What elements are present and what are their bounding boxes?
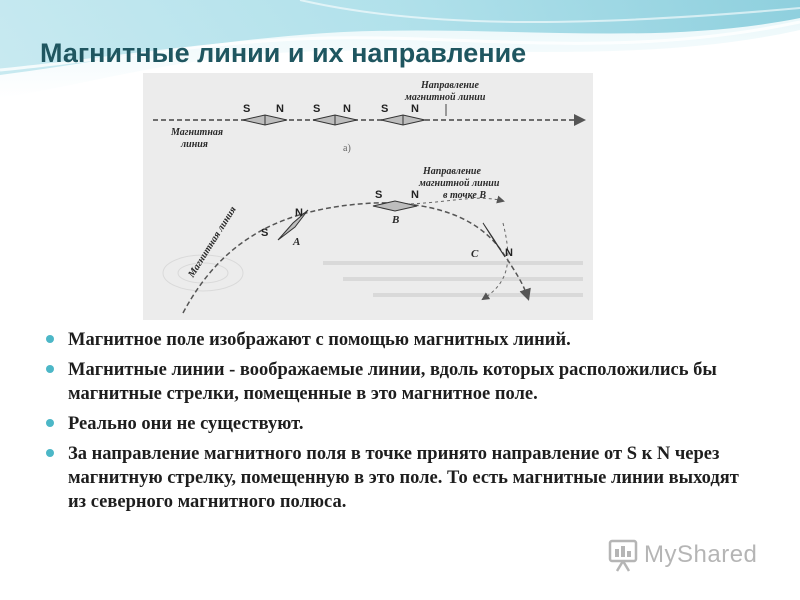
label-magnetic-line-a-line1: Магнитная: [170, 127, 223, 138]
bullet-item: За направление магнитного поля в точке п…: [46, 442, 756, 514]
pole-n-1: N: [276, 103, 284, 115]
figure-drawing: S N S N S N Направление магнитной линии …: [153, 80, 586, 314]
magnetic-lines-figure: S N S N S N Направление магнитной линии …: [143, 73, 593, 320]
label-direction-b-line3: в точке В: [443, 190, 486, 201]
presentation-icon: [608, 539, 638, 572]
bullet-dot-icon: [46, 449, 54, 457]
label-part-a: а): [343, 143, 351, 154]
label-direction-a-line1: Направление: [420, 80, 479, 91]
compass-needle-3: [380, 114, 426, 126]
label-direction-b-line2: магнитной линии: [418, 178, 500, 189]
label-magnetic-line-a-line2: линия: [180, 139, 208, 150]
point-c-label: C: [471, 248, 479, 260]
compass-needle-2: [312, 114, 358, 126]
bullet-item: Реально они не существуют.: [46, 412, 756, 436]
bullet-dot-icon: [46, 419, 54, 427]
pole-s-b: S: [375, 189, 382, 201]
label-direction-a-line2: магнитной линии: [404, 92, 486, 103]
compass-needle-c: [482, 222, 506, 258]
watermark-text: MyShared: [644, 541, 758, 568]
bullet-item: Магнитное поле изображают с помощью магн…: [46, 328, 756, 352]
slide-title: Магнитные линии и их направление: [40, 38, 527, 68]
pole-n-c: N: [505, 247, 513, 259]
watermark: MyShared: [608, 536, 757, 574]
pole-s-2: S: [313, 103, 320, 115]
bullet-item: Магнитные линии - воображаемые линии, вд…: [46, 358, 756, 406]
compass-needle-a: [277, 209, 309, 241]
pole-s-a: S: [261, 227, 268, 239]
pole-n-2: N: [343, 103, 351, 115]
pole-s-1: S: [243, 103, 250, 115]
point-b-label: B: [391, 214, 399, 226]
label-direction-b-line1: Направление: [422, 166, 481, 177]
compass-needle-b: [372, 200, 418, 212]
pole-n-a: N: [295, 207, 303, 219]
compass-needle-1: [242, 114, 288, 126]
bullet-text: Магнитное поле изображают с помощью магн…: [68, 330, 571, 350]
bullet-dot-icon: [46, 335, 54, 343]
bullet-text: Магнитные линии - воображаемые линии, вд…: [68, 360, 717, 404]
pole-s-3: S: [381, 103, 388, 115]
point-a-label: A: [292, 236, 300, 248]
bullet-list: Магнитное поле изображают с помощью магн…: [46, 328, 756, 520]
bullet-dot-icon: [46, 365, 54, 373]
pole-n-b: N: [411, 189, 419, 201]
bullet-text: Реально они не существуют.: [68, 414, 304, 434]
pole-n-3: N: [411, 103, 419, 115]
bullet-text: За направление магнитного поля в точке п…: [68, 444, 739, 512]
